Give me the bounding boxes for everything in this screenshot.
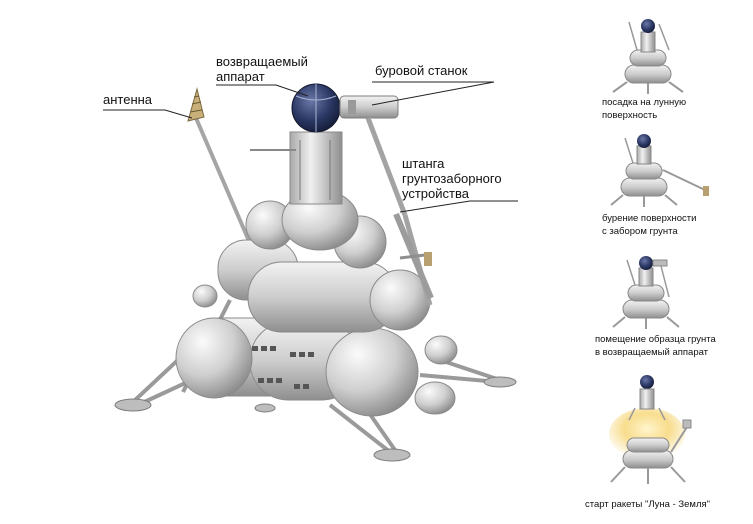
stage-4-thumbnail (609, 375, 692, 484)
label-sampling-arm: штанга грунтозаборного устройства (402, 156, 502, 201)
label-sampling-arm-line2: грунтозаборного (402, 171, 502, 186)
label-return-vehicle-line2: аппарат (216, 69, 265, 84)
stage-1-caption-line2: поверхность (602, 110, 658, 121)
label-sampling-arm-line1: штанга (402, 156, 445, 171)
stage-2-caption-line2: с забором грунта (602, 226, 678, 237)
stage-2-caption-line1: бурение поверхности (602, 213, 697, 224)
label-drill: буровой станок (375, 63, 468, 78)
stage-1-caption-line1: посадка на лунную (602, 97, 687, 108)
stage-3-caption-line1: помещение образца грунта (595, 334, 716, 345)
ascent-stage (250, 131, 343, 205)
stage-2-thumbnail (610, 134, 709, 207)
foot-pads (114, 376, 517, 462)
stage-1-thumbnail (612, 19, 684, 94)
antenna-mast (187, 87, 257, 256)
stage-3-caption: помещение образца грунта в возвращаемый … (595, 333, 716, 359)
label-antenna: антенна (103, 92, 153, 107)
stage-1-caption: посадка на лунную поверхность (602, 96, 686, 122)
middle-tanks (217, 189, 431, 333)
stage-2-caption: бурение поверхности с забором грунта (602, 212, 696, 238)
stage-3-thumbnail (612, 256, 680, 329)
return-capsule (291, 83, 341, 133)
sampling-arm (393, 212, 434, 300)
leader-lines (103, 81, 518, 213)
stage-4-caption: старт ракеты "Луна - Земля" (585, 499, 711, 510)
descent-stage (175, 284, 458, 417)
label-sampling-arm-line3: устройства (402, 186, 469, 201)
label-return-vehicle: возвращаемый аппарат (216, 54, 308, 84)
lander-illustration (103, 81, 518, 462)
label-return-vehicle-line1: возвращаемый (216, 54, 308, 69)
stage-3-caption-line2: в возвращаемый аппарат (595, 347, 709, 358)
